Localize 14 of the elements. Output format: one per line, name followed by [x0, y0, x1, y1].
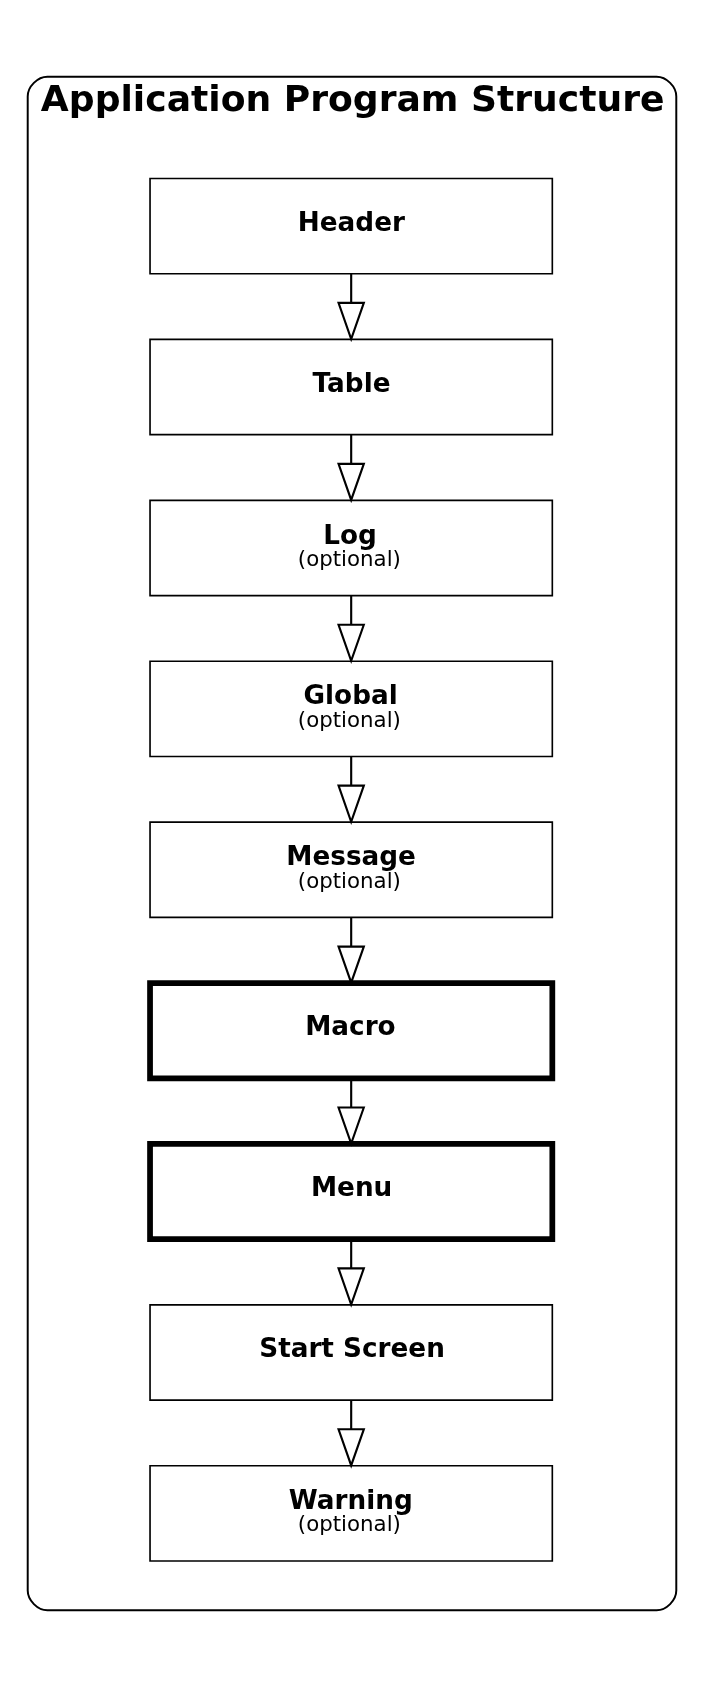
node-box: Log (optional) — [149, 499, 554, 596]
node-box: Message (optional) — [149, 820, 554, 918]
node-box: Menu — [147, 1140, 556, 1242]
node-box: Start Screen — [149, 1303, 554, 1401]
arrow — [337, 434, 366, 503]
node-box: Warning (optional) — [149, 1464, 554, 1562]
arrow — [337, 756, 366, 825]
node-box: Table — [149, 338, 554, 435]
arrow — [337, 273, 366, 342]
node-box: Global (optional) — [149, 659, 554, 757]
node-box: Header — [149, 177, 554, 275]
node-box: Macro — [147, 979, 556, 1081]
arrow — [337, 595, 366, 664]
arrow — [337, 1399, 366, 1469]
